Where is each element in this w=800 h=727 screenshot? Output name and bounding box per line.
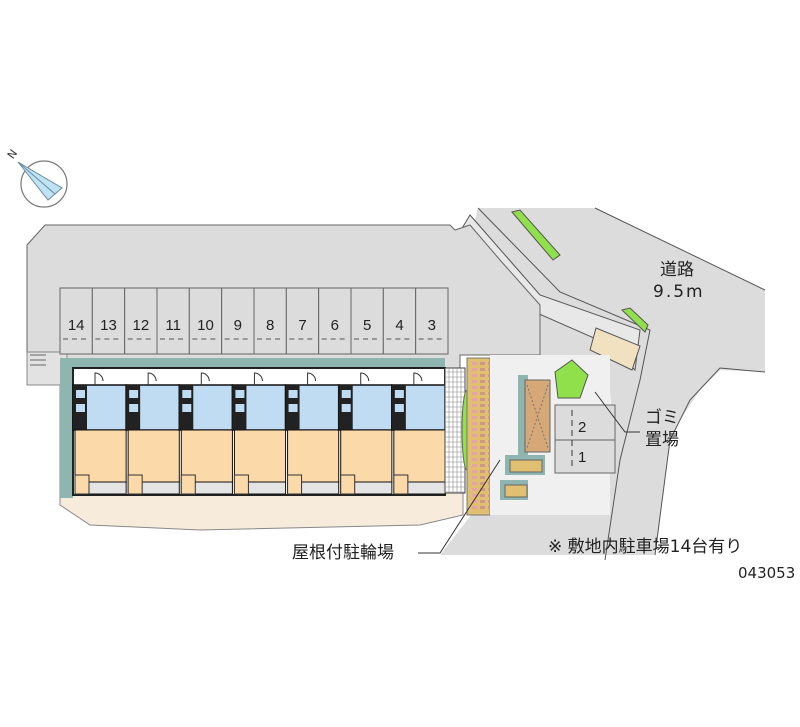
- parking-note: ※ 敷地内駐車場14台有り: [548, 537, 743, 557]
- parking-stall: [91, 287, 126, 355]
- parking-stall-number: 14: [68, 317, 85, 334]
- parking-stall-number: 9: [234, 317, 242, 334]
- road-width-label: 9.5m: [653, 282, 705, 302]
- parking-stall-number: 7: [298, 317, 306, 334]
- apartment-unit: [72, 372, 127, 495]
- parking-stall: [188, 287, 223, 355]
- parking-stall: [59, 287, 93, 355]
- parking-stall: [124, 287, 158, 355]
- parking-stall: [382, 287, 417, 355]
- garbage-label-line2: 置場: [645, 430, 679, 450]
- parking-stall: [253, 287, 287, 355]
- parking-stall-number: 5: [363, 317, 371, 334]
- apartment-unit: [231, 372, 287, 495]
- side-parking: [554, 404, 616, 474]
- compass-icon: N: [5, 147, 68, 208]
- property-id: 043053: [738, 564, 796, 582]
- parking-stall-number: 10: [197, 317, 214, 334]
- compass-north-label: N: [5, 147, 20, 161]
- parking-stall-number: 4: [395, 317, 403, 334]
- parking-stall: [350, 287, 384, 355]
- apartment-unit: [337, 372, 393, 495]
- apartment-unit: [125, 372, 181, 495]
- parking-stall: [156, 287, 190, 355]
- parking-stall-number: 13: [100, 317, 117, 334]
- road-name-label: 道路: [660, 260, 694, 280]
- parking-stall-number: 8: [266, 317, 274, 334]
- bicycle-parking-label: 屋根付駐輪場: [292, 543, 394, 563]
- parking-stall-2: 2: [578, 419, 586, 436]
- parking-stall-number: 12: [132, 317, 149, 334]
- planter: [554, 359, 589, 399]
- green-strip: [620, 307, 649, 333]
- parking-stall: [221, 287, 255, 355]
- parking-stall-1: 1: [578, 449, 586, 466]
- parking-stall-number: 6: [331, 317, 339, 334]
- apartment-unit: [391, 372, 446, 495]
- apartment-unit: [284, 372, 340, 495]
- apartment-building: [72, 367, 446, 496]
- parking-stall: [318, 287, 352, 355]
- parking-stall-number: 3: [428, 317, 436, 334]
- brick-wall: [466, 357, 491, 516]
- parking-stall: [415, 287, 449, 355]
- parking-stalls: 14 13 12 11 10 9 8 7 6 5 4 3: [59, 287, 449, 355]
- apartment-unit: [178, 372, 234, 495]
- parking-stall-number: 11: [165, 317, 181, 334]
- green-strip: [511, 209, 561, 261]
- garbage-label-line1: ゴミ: [645, 408, 679, 428]
